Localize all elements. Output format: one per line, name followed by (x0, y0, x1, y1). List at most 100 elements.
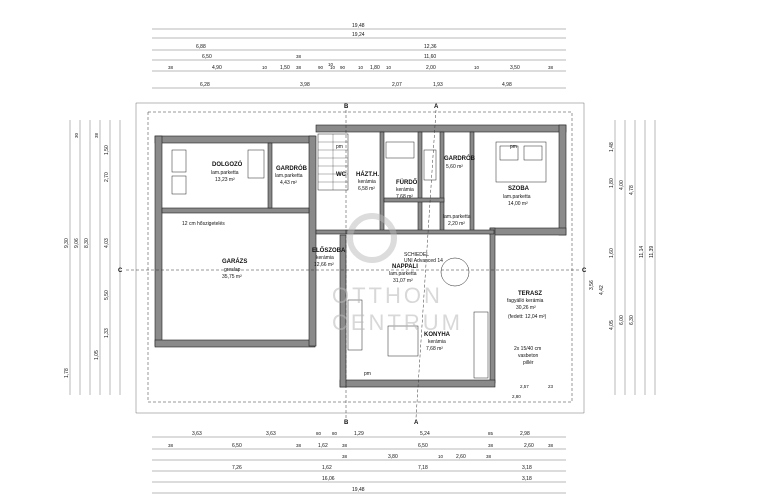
dim-bot4-b: 1,62 (322, 465, 332, 471)
room-furdo-name: FÜRDŐ (396, 179, 418, 186)
dim-top5-2: 10 (262, 65, 268, 70)
dim-top5-12: 10 (474, 65, 480, 70)
dim-top6-d: 1,93 (433, 82, 443, 88)
dim-bot2-0: 38 (168, 443, 174, 448)
dim-bot2-5: 6,50 (418, 443, 428, 449)
dim-left-a: 9,06 (74, 238, 80, 248)
dim-left-f: 1,50 (104, 145, 110, 155)
dim-top5-1: 4,90 (212, 65, 222, 71)
insulation-note: 12 cm hőszigetelés (182, 221, 225, 227)
room-wc-area: 5,60 m² (446, 164, 463, 170)
dim-bot2-8: 38 (548, 443, 554, 448)
room-dolgozo-floor: lam.parketta (211, 170, 239, 176)
dim-bot3-2: 10 (438, 454, 444, 459)
room-terasz-area: 30,26 m² (516, 305, 536, 311)
dim-bot4-c: 7,18 (418, 465, 428, 471)
axis-c-left: C (118, 268, 123, 274)
dim-bot4-d: 3,18 (522, 465, 532, 471)
pm-label-2: pm (364, 371, 371, 377)
dim-left-e: 2,70 (104, 172, 110, 182)
dim-bot1-7: 2,98 (520, 431, 530, 437)
dim-right-c: 6,00 (619, 315, 625, 325)
room-wc-name: WC (336, 172, 347, 178)
room-gardrob2-name: GARDRÓB (444, 154, 476, 162)
axis-b-top: B (344, 104, 349, 110)
dim-top5-13: 3,50 (510, 65, 520, 71)
dim-top-inner: 19,24 (352, 32, 365, 38)
dim-top5-14: 38 (548, 65, 554, 70)
dim-right-d: 4,05 (609, 320, 615, 330)
dim-left-h: 1,33 (104, 328, 110, 338)
dim-left-tall: 9,30 (64, 238, 70, 248)
room-szoba-area: 14,00 m² (508, 201, 528, 207)
room-eloszoba-floor: kerámia (316, 255, 334, 261)
dim-bot1-2: 80 (316, 431, 322, 436)
dim-top-right: 12,36 (424, 44, 437, 50)
dim-left-j: 30 (74, 132, 79, 138)
room-furdo-floor: kerámia (396, 187, 414, 193)
dim-top5-3: 1,50 (280, 65, 290, 71)
dim-top-total: 19,48 (352, 23, 365, 29)
dim-bot1-4: 1,29 (354, 431, 364, 437)
pillar-note-2: vasbeton (518, 353, 539, 359)
dim-right-f: 4,00 (619, 180, 625, 190)
dim-top5-6: 10 (330, 65, 336, 70)
dim-bot2-6: 38 (488, 443, 494, 448)
room-konyha-area: 7,68 m² (426, 346, 443, 352)
room-gardrob2-floor: lam.parketta (443, 214, 471, 220)
section-axes: B A B A C C (118, 104, 587, 426)
dim-int-280: 2,80 (512, 394, 521, 399)
dim-top5-11: 2,00 (426, 65, 436, 71)
right-dimensions: 11,39 11,14 6,30 6,00 4,05 4,78 4,00 1,8… (589, 120, 656, 395)
dim-bot2-3: 1,62 (318, 443, 328, 449)
dim-top5-7: 90 (340, 65, 346, 70)
site-outline (135, 102, 585, 414)
room-haztart-floor: kerámia (358, 179, 376, 185)
dim-left-d: 5,50 (104, 290, 110, 300)
pillar-note-1: 2x 15/40 cm (514, 346, 541, 352)
room-haztart-name: HÁZT.H. (356, 171, 379, 178)
dim-top6-a: 6,28 (200, 82, 210, 88)
dim-right-e: 4,78 (629, 185, 635, 195)
dim-top5-10: 10 (386, 65, 392, 70)
walls (154, 124, 567, 388)
room-nappali-name: NAPPALI (392, 264, 418, 270)
dim-top6-b: 3,98 (300, 82, 310, 88)
axis-c-right: C (582, 268, 587, 274)
schiedel-label: SCHIEDEL (404, 252, 429, 258)
room-nappali-floor: lam.parketta (389, 271, 417, 277)
dim-bot3-3: 2,60 (456, 454, 466, 460)
dim-left-g: 1,78 (64, 368, 70, 378)
dim-top6-e: 4,98 (502, 82, 512, 88)
room-szoba-floor: lam.parketta (503, 194, 531, 200)
room-konyha-floor: kerámia (428, 339, 446, 345)
dim-top5-5: 90 (318, 65, 324, 70)
dim-bot-total: 19,48 (352, 487, 365, 493)
room-furdo-area: 7,68 m² (396, 194, 413, 200)
room-dolgozo-name: DOLGOZÓ (212, 160, 243, 168)
watermark-otthon: OTTHON (332, 283, 443, 308)
dim-top-garage: 6,50 (202, 54, 212, 60)
axis-a-top: A (434, 104, 439, 110)
dim-right-g: 1,80 (609, 178, 615, 188)
dim-int-23: 23 (548, 384, 554, 389)
axis-a-bottom: A (414, 420, 419, 426)
room-garazs-name: GARÁZS (222, 258, 247, 265)
dim-bot4-a: 7,26 (232, 465, 242, 471)
staircase (317, 133, 349, 191)
room-eloszoba-area: 12,66 m² (314, 262, 334, 268)
room-gardrob1-area: 4,43 m² (280, 180, 297, 186)
room-haztart-area: 6,58 m² (358, 186, 375, 192)
dim-top5-8: 10 (358, 65, 364, 70)
dim-bot2-1: 6,50 (232, 443, 242, 449)
dim-top5-4: 38 (296, 65, 302, 70)
dim-bot1-1: 3,63 (266, 431, 276, 437)
watermark: OTTHON CENTRUM (332, 213, 460, 335)
room-terasz-floor: fagyálló kerámia (507, 298, 544, 304)
dim-top6-c: 2,07 (392, 82, 402, 88)
pillar-note-3: pillér (523, 360, 534, 366)
room-gardrob1-floor: lam.parketta (275, 173, 303, 179)
dim-bot3-4: 38 (486, 454, 492, 459)
dim-bot1-0: 3,63 (192, 431, 202, 437)
